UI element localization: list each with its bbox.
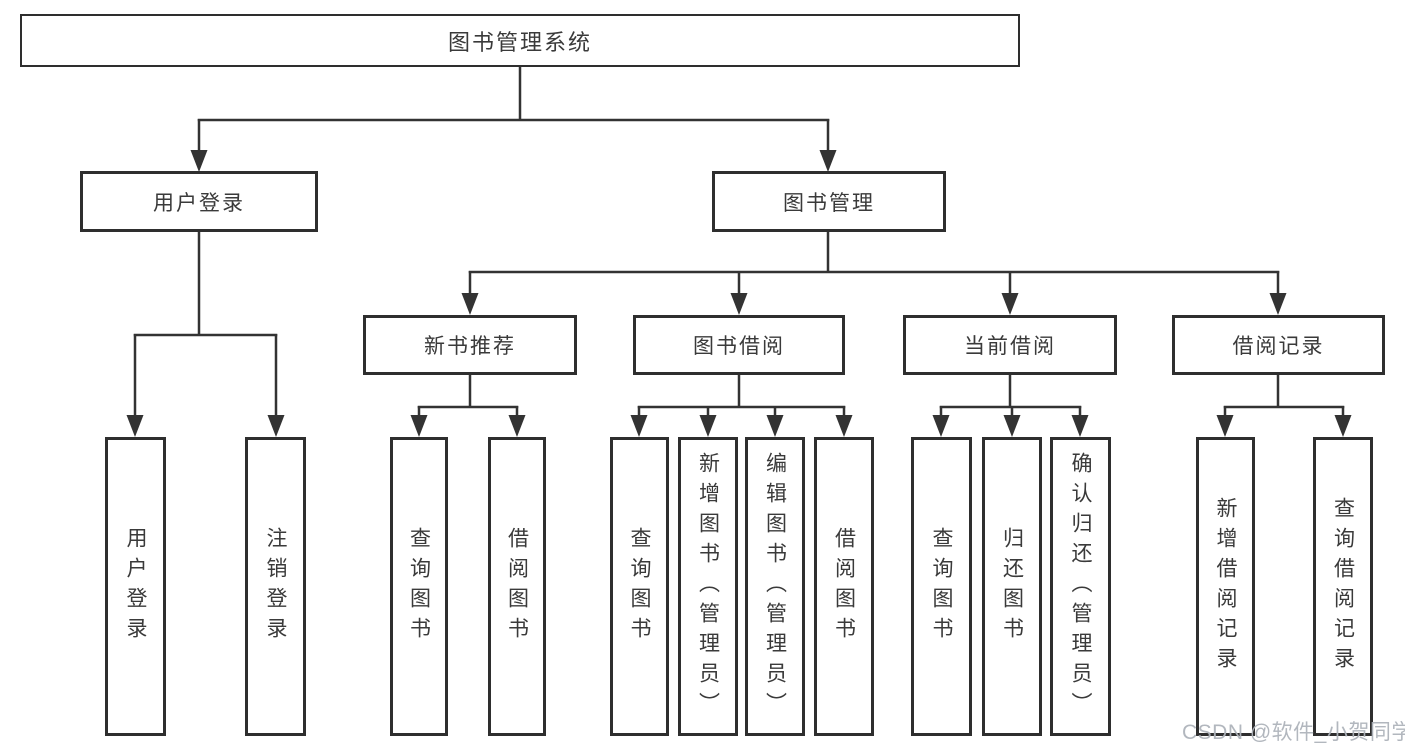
node-leaf-query-books-borrow: 查询图书 <box>610 437 669 736</box>
node-book-borrow: 图书借阅 <box>633 315 845 375</box>
node-label: 借阅图书 <box>505 526 529 647</box>
node-label: 用户登录 <box>153 191 245 215</box>
node-label: 借阅图书 <box>832 526 856 647</box>
node-label: 查询图书 <box>628 526 651 647</box>
node-label: 注销登录 <box>264 526 287 647</box>
node-leaf-user-login: 用户登录 <box>105 437 166 736</box>
connector-book-management-to-level3 <box>461 232 1287 315</box>
node-label: 查询图书 <box>407 526 431 647</box>
connector-user-login-to-leaves <box>126 232 285 437</box>
node-leaf-return-books: 归还图书 <box>982 437 1042 736</box>
node-user-login: 用户登录 <box>80 171 318 232</box>
node-leaf-query-borrow-record: 查询借阅记录 <box>1313 437 1373 736</box>
node-leaf-query-books-recommend: 查询图书 <box>390 437 448 736</box>
node-leaf-logout: 注销登录 <box>245 437 306 736</box>
connector-new-book-recommend-to-leaves <box>410 375 526 437</box>
node-label: 新增借阅记录 <box>1214 496 1237 677</box>
node-label: 图书借阅 <box>693 335 785 358</box>
node-label: 归还图书 <box>1000 526 1024 647</box>
node-leaf-query-books-current: 查询图书 <box>911 437 972 736</box>
node-leaf-borrow-books-recommend: 借阅图书 <box>488 437 546 736</box>
connector-current-borrow-to-leaves <box>932 375 1089 437</box>
node-label: 图书管理 <box>783 191 875 215</box>
node-leaf-edit-books-admin: 编辑图书（管理员） <box>745 437 805 736</box>
node-leaf-confirm-return-admin: 确认归还（管理员） <box>1050 437 1111 736</box>
node-label: 确认归还（管理员） <box>1069 451 1092 722</box>
node-label: 查询图书 <box>930 526 953 647</box>
node-label: 图书管理系统 <box>447 29 592 55</box>
csdn-watermark: CSDN @软件_小贺同学 <box>1182 721 1405 744</box>
node-library-management-system: 图书管理系统 <box>20 14 1020 67</box>
connector-borrow-record-to-leaves <box>1216 375 1352 437</box>
node-label: 新书推荐 <box>424 335 516 358</box>
node-label: 新增图书（管理员） <box>696 451 720 722</box>
node-leaf-borrow-books: 借阅图书 <box>814 437 874 736</box>
node-label: 查询借阅记录 <box>1331 496 1355 677</box>
connector-root-to-level2 <box>190 67 837 172</box>
node-label: 编辑图书（管理员） <box>763 451 787 722</box>
node-borrow-record: 借阅记录 <box>1172 315 1385 375</box>
node-label: 借阅记录 <box>1232 335 1325 358</box>
node-current-borrow: 当前借阅 <box>903 315 1117 375</box>
node-label: 用户登录 <box>124 526 147 647</box>
node-book-management: 图书管理 <box>712 171 946 232</box>
node-leaf-add-borrow-record: 新增借阅记录 <box>1196 437 1255 736</box>
node-leaf-add-books-admin: 新增图书（管理员） <box>678 437 738 736</box>
node-label: 当前借阅 <box>964 335 1056 358</box>
node-new-book-recommend: 新书推荐 <box>363 315 577 375</box>
connector-book-borrow-to-leaves <box>630 375 853 437</box>
